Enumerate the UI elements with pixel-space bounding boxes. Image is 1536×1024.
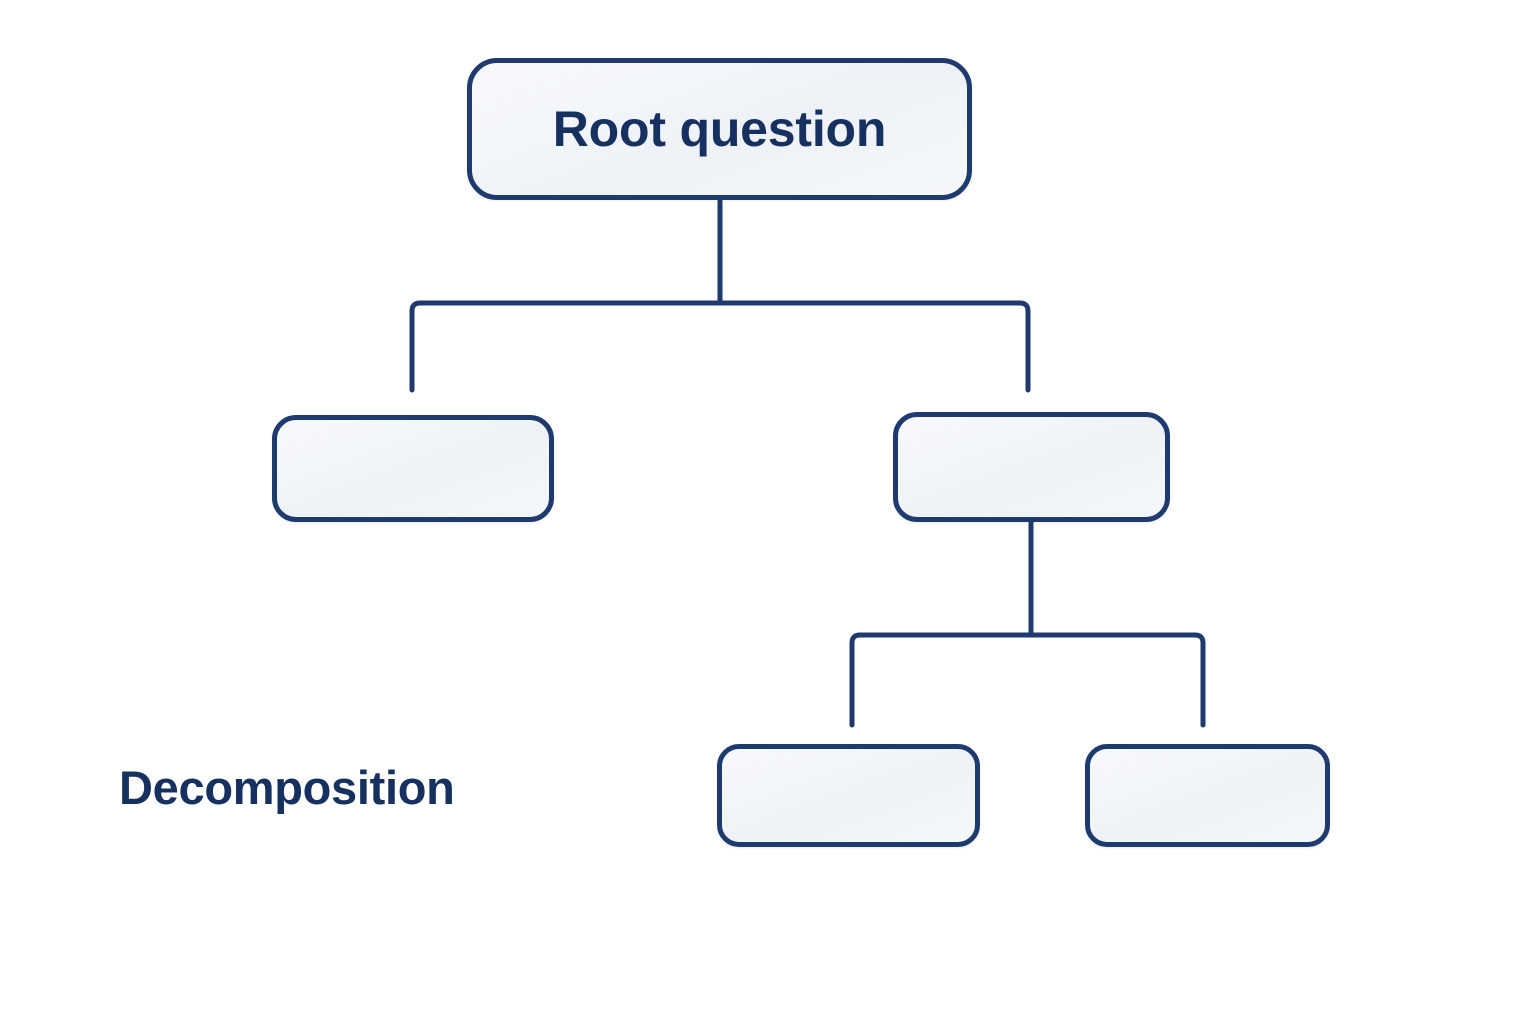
node-root-question-label: Root question [552,101,887,157]
edge-l2right-to-level3-bracket [849,632,1206,728]
node-level3-left[interactable] [717,744,980,847]
node-level3-right[interactable] [1085,744,1330,847]
node-level2-left[interactable] [272,415,554,522]
edge-root-to-level2-bracket [409,300,1031,393]
node-root-question[interactable]: Root question [467,58,972,200]
diagram-caption: Decomposition [119,761,455,814]
node-level2-right[interactable] [893,412,1170,522]
